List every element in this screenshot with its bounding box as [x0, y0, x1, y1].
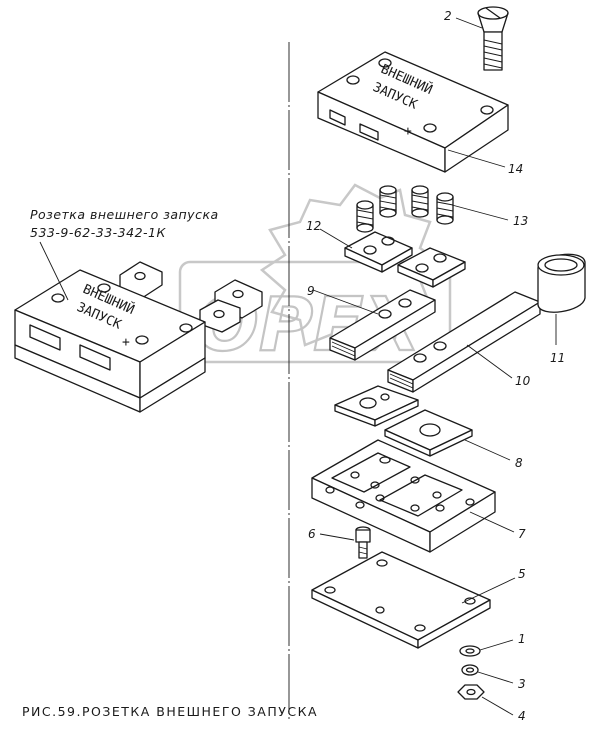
assembled-block-stamp-sign: + — [122, 335, 130, 350]
callout-2: 2 — [444, 9, 452, 23]
part-8-plate — [384, 409, 473, 457]
callout-14: 14 — [508, 162, 523, 176]
insulator-plate-left — [334, 385, 419, 427]
part-4-nut — [457, 684, 485, 700]
callout-3: 3 — [518, 677, 526, 691]
top-block-stamp-sign: + — [404, 124, 412, 139]
assembly-label-title: Розетка внешнего запуска — [30, 207, 219, 222]
assembly-label-code: 533-9-62-33-342-1К — [30, 225, 166, 240]
part-6-screw — [355, 526, 371, 559]
part-13-springs — [356, 185, 454, 233]
callout-1: 1 — [518, 632, 526, 646]
callout-4: 4 — [518, 709, 526, 723]
callout-8: 8 — [515, 456, 523, 470]
assembly-label-leader — [39, 241, 69, 301]
callout-13: 13 — [513, 214, 528, 228]
part-12-plates — [344, 231, 466, 288]
callout-5: 5 — [518, 567, 526, 581]
leader-lines — [312, 17, 557, 716]
part-5-plate — [311, 551, 491, 649]
part-11-sleeve — [537, 253, 586, 313]
part-1-washer — [459, 645, 481, 657]
callout-7: 7 — [518, 527, 526, 541]
part-2-screw — [477, 6, 509, 71]
part-9-contact — [329, 289, 436, 361]
callout-6: 6 — [308, 527, 316, 541]
callout-10: 10 — [515, 374, 531, 388]
part-7-base — [311, 439, 496, 553]
part-14-top-block: ВНЕШНИЙ ЗАПУСК + — [317, 51, 509, 173]
callout-12: 12 — [306, 219, 321, 233]
part-3-spring-washer — [461, 664, 479, 676]
figure-caption: РИС.59.РОЗЕТКА ВНЕШНЕГО ЗАПУСКА — [22, 704, 318, 719]
callout-9: 9 — [307, 284, 315, 298]
callout-11: 11 — [550, 351, 565, 365]
assembled-socket-drawing: ВНЕШНИЙ ЗАПУСК + — [14, 261, 263, 413]
